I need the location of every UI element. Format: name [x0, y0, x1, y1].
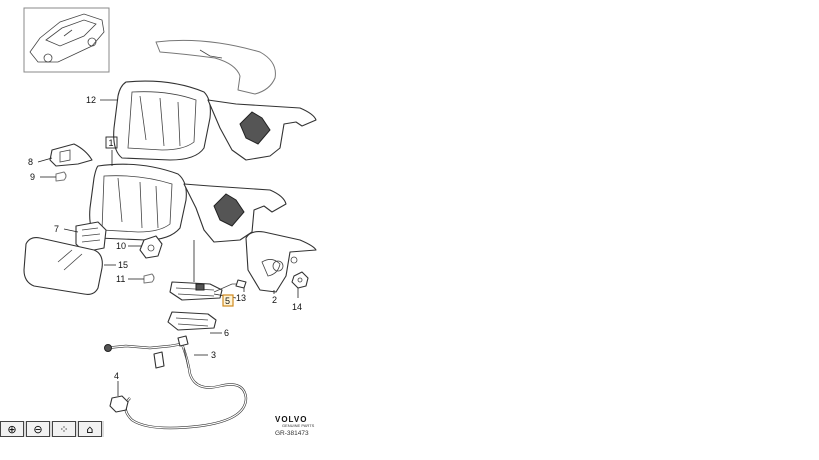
control-unit[interactable]	[167, 311, 217, 331]
callout-15[interactable]: 15	[118, 260, 128, 270]
zoom-in-button[interactable]: ⊕	[0, 421, 24, 437]
callout-labels: 1 2 3 4 5 6 7 8 9 10 11 12 13 14 15	[28, 95, 302, 381]
brand-block: VOLVO GENUINE PARTS GR-381473	[275, 415, 315, 437]
cable-harness[interactable]	[104, 335, 248, 430]
document-number: GR-381473	[275, 430, 309, 437]
control-module[interactable]	[169, 281, 223, 301]
bracket-10[interactable]	[139, 235, 163, 259]
home-button[interactable]: ⌂	[78, 421, 102, 437]
callout-4[interactable]: 4	[114, 371, 119, 381]
nut-14[interactable]	[291, 271, 309, 289]
zoom-out-icon: ⊖	[33, 422, 43, 436]
callout-12[interactable]: 12	[86, 95, 96, 105]
callout-1[interactable]: 1	[109, 138, 114, 148]
callout-10[interactable]: 10	[116, 241, 126, 251]
callout-14[interactable]: 14	[292, 302, 302, 312]
home-icon: ⌂	[86, 422, 94, 436]
vehicle-thumbnail[interactable]	[23, 7, 110, 73]
callout-8[interactable]: 8	[28, 157, 33, 167]
callout-13[interactable]: 13	[236, 293, 246, 303]
connector-housing-4[interactable]	[109, 395, 129, 413]
zoom-out-button[interactable]: ⊖	[26, 421, 50, 437]
callout-11[interactable]: 11	[116, 274, 125, 284]
callout-9[interactable]: 9	[30, 172, 35, 182]
select-tool-button[interactable]: ⁘	[52, 421, 76, 437]
mirror-housing-upper[interactable]	[113, 80, 317, 161]
bulb-11[interactable]	[143, 273, 155, 284]
zoom-in-icon: ⊕	[7, 422, 17, 436]
callout-6[interactable]: 6	[224, 328, 229, 338]
callout-7[interactable]: 7	[54, 224, 59, 234]
adjustment-motor[interactable]	[75, 221, 107, 253]
brand-tagline: GENUINE PARTS	[282, 423, 315, 428]
callout-2[interactable]: 2	[272, 295, 277, 305]
select-cursor-icon: ⁘	[59, 422, 69, 436]
callout-3[interactable]: 3	[211, 350, 216, 360]
mirror-housing-assembly[interactable]	[89, 163, 287, 243]
callout-5[interactable]: 5	[225, 296, 230, 306]
mirror-glass[interactable]	[23, 237, 103, 295]
zoom-toolbar: ⊕ ⊖ ⁘ ⌂	[0, 421, 104, 437]
brand-logo: VOLVO	[275, 415, 307, 424]
turn-signal-lamp[interactable]	[49, 143, 93, 167]
bulb-9[interactable]	[55, 171, 67, 182]
mirror-cover-top[interactable]	[155, 39, 276, 95]
connector-13[interactable]	[213, 279, 247, 293]
lower-cover[interactable]	[245, 231, 317, 293]
